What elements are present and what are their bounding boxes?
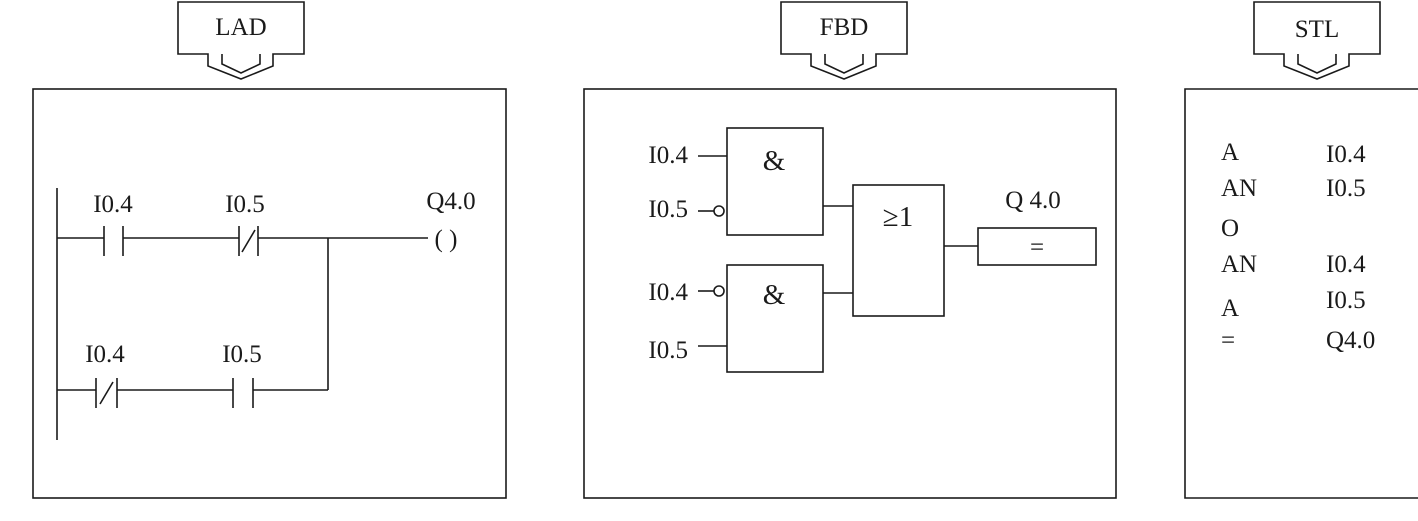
stl-operand: Q4.0 [1326,327,1375,354]
fbd-title: FBD [820,14,869,41]
stl-section: STL A I0.4 AN I0.5 O AN I0.4 A I0.5 = Q4… [1184,1,1418,499]
lad-section: LAD I0.4 I0.5 Q4.0 ( ) [32,1,507,499]
fbd-output-label: Q 4.0 [1005,187,1061,214]
lad-contact-no-i05 [232,378,254,408]
stl-op: = [1221,327,1235,354]
lad-contact-nc-i05 [238,226,259,256]
fbd-and1-input2-label: I0.5 [648,196,688,223]
fbd-and-symbol-1: & [763,145,786,177]
fbd-section: FBD & I0.4 I0.5 & I0.4 I0.5 ≥1 = Q 4.0 [583,1,1117,499]
lad-title-arrow [177,1,305,80]
fbd-assign-block [977,227,1097,266]
lad-contact-no-i04 [103,226,124,256]
fbd-assign-symbol: = [1030,234,1044,261]
lad-coil-label: Q4.0 [426,188,475,215]
stl-op: A [1221,139,1239,166]
lad-coil: ( ) [435,226,458,253]
fbd-and-block-1 [726,127,824,236]
stl-operand: I0.4 [1326,141,1366,168]
fbd-and2-input2-label: I0.5 [648,337,688,364]
lad-contact-nc-i04 [95,378,118,408]
fbd-title-arrow [780,1,908,80]
stl-title: STL [1295,16,1339,43]
fbd-negation-circle-2 [713,285,725,297]
fbd-negation-circle-1 [713,205,725,217]
stl-op: AN [1221,251,1257,278]
lad-rung2-contact2-label: I0.5 [222,341,262,368]
lad-title-arrow-inner [221,54,261,74]
fbd-and-symbol-2: & [763,279,786,311]
stl-title-arrow-inner [1297,54,1337,74]
fbd-or-block [852,184,945,317]
stl-operand: I0.5 [1326,287,1366,314]
lad-rung2-contact1-label: I0.4 [85,341,125,368]
lad-rung1-contact2-label: I0.5 [225,191,265,218]
stl-operand: I0.4 [1326,251,1366,278]
fbd-and-block-2 [726,264,824,373]
stl-op: AN [1221,175,1257,202]
lad-panel [32,88,507,499]
fbd-and1-input1-label: I0.4 [648,142,688,169]
fbd-title-arrow-inner [824,54,864,74]
stl-panel [1184,88,1418,499]
fbd-or-symbol: ≥1 [883,201,913,233]
lad-rung1-contact1-label: I0.4 [93,191,133,218]
stl-operand: I0.5 [1326,175,1366,202]
lad-title: LAD [215,14,266,41]
stl-title-arrow [1253,1,1381,80]
stl-op: O [1221,215,1239,242]
fbd-and2-input1-label: I0.4 [648,279,688,306]
stl-op: A [1221,295,1239,322]
